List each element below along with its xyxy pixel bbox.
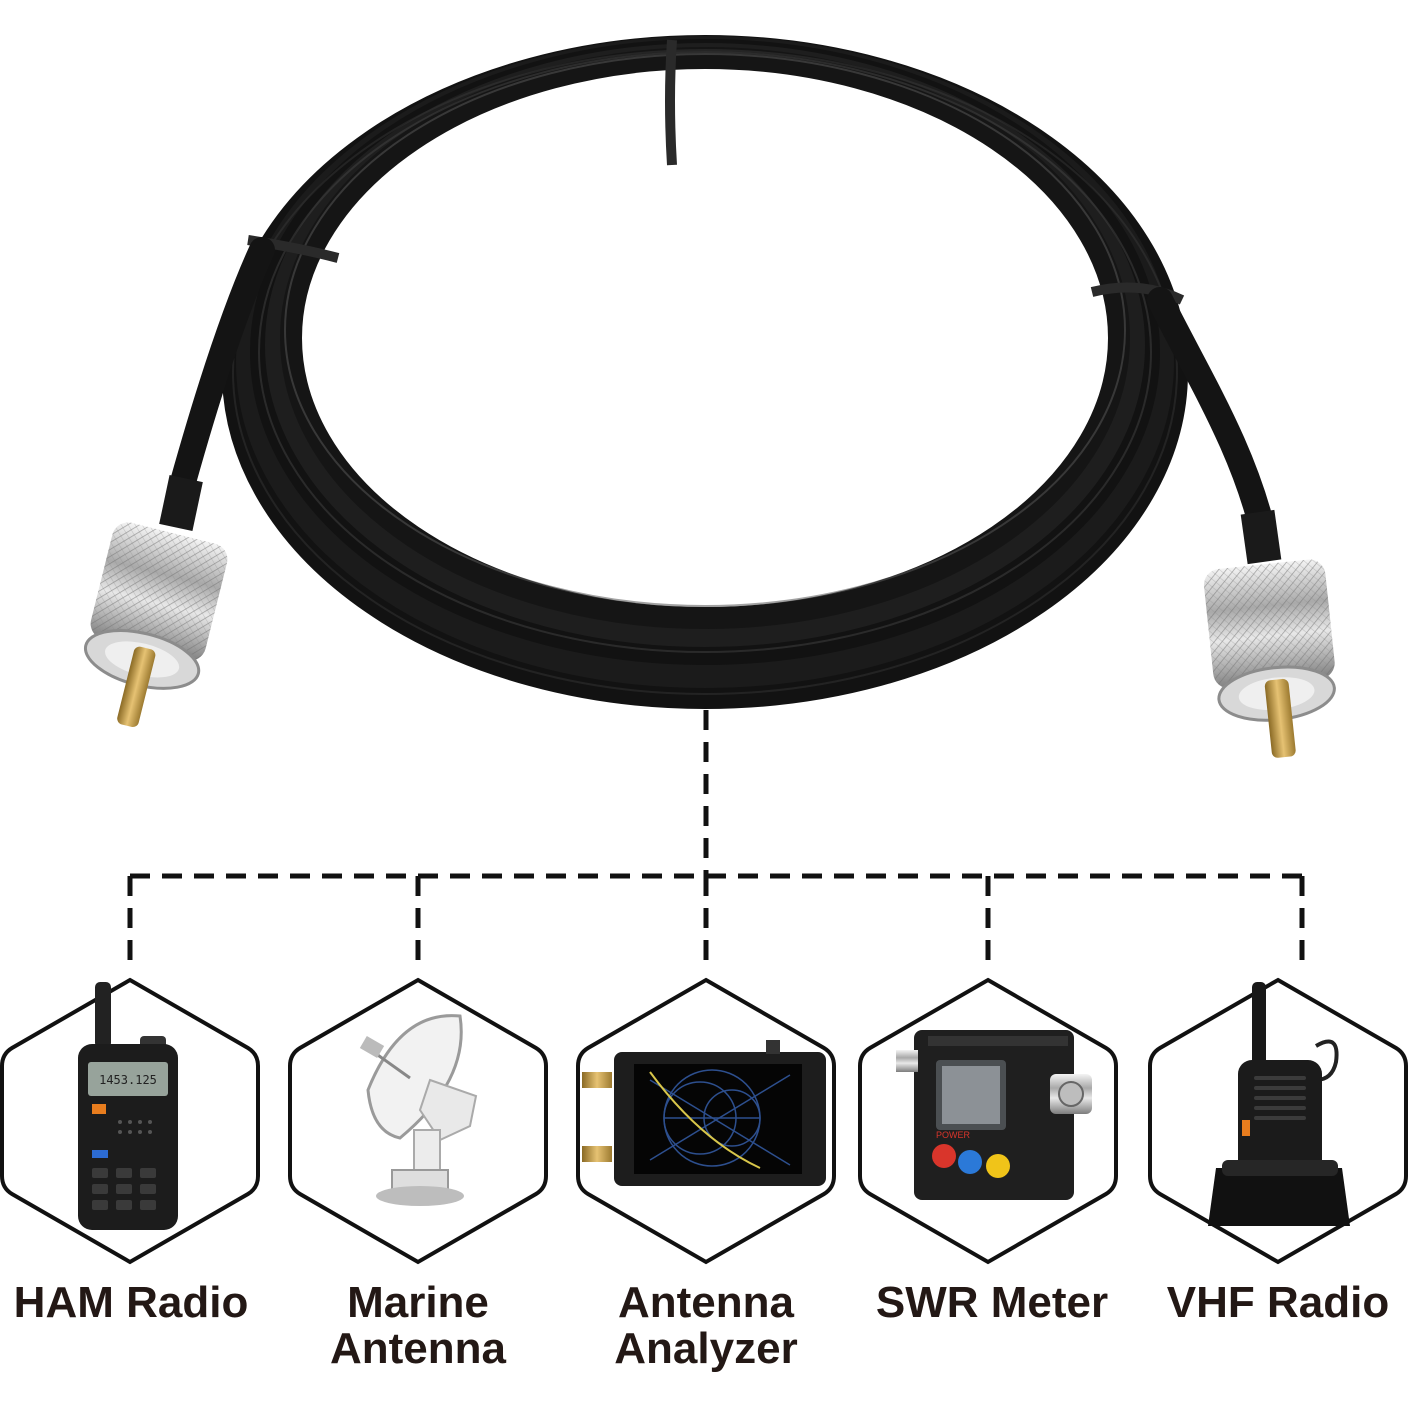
vector-network-analyzer-icon — [582, 1040, 826, 1186]
swr-meter-icon: POWER — [896, 1030, 1092, 1200]
label-line: Marine — [347, 1278, 489, 1327]
vhf-radio-hexagon — [1148, 977, 1408, 1265]
label-line: SWR Meter — [875, 1278, 1109, 1327]
label-antenna-analyzer: Antenna Analyzer — [588, 1280, 824, 1372]
handheld-transceiver-icon: 1453.125 — [78, 982, 178, 1230]
swr-meter-hexagon: POWER — [858, 977, 1118, 1265]
label-line: HAM Radio — [13, 1278, 249, 1327]
coaxial-cable-coil — [165, 35, 1278, 709]
label-vhf-radio: VHF Radio — [1148, 1280, 1408, 1326]
label-line: Antenna — [330, 1324, 506, 1373]
antenna-analyzer-hexagon — [576, 977, 836, 1265]
ham-radio-hexagon: 1453.125 — [0, 977, 260, 1265]
marine-antenna-hexagon — [288, 977, 548, 1265]
walkie-talkie-icon — [1208, 982, 1350, 1226]
svg-text:1453.125: 1453.125 — [99, 1073, 157, 1087]
label-line: VHF Radio — [1166, 1278, 1390, 1327]
label-ham-radio: HAM Radio — [0, 1280, 262, 1326]
label-swr-meter: SWR Meter — [858, 1280, 1126, 1326]
pl259-connector-left — [83, 475, 228, 728]
label-line: Analyzer — [614, 1324, 798, 1373]
dashed-connection-lines — [127, 710, 1305, 972]
label-line: Antenna — [618, 1278, 794, 1327]
satellite-dish-icon — [359, 1014, 478, 1206]
svg-text:POWER: POWER — [936, 1130, 971, 1140]
pl259-connector-right — [1203, 509, 1336, 758]
label-marine-antenna: Marine Antenna — [300, 1280, 536, 1372]
